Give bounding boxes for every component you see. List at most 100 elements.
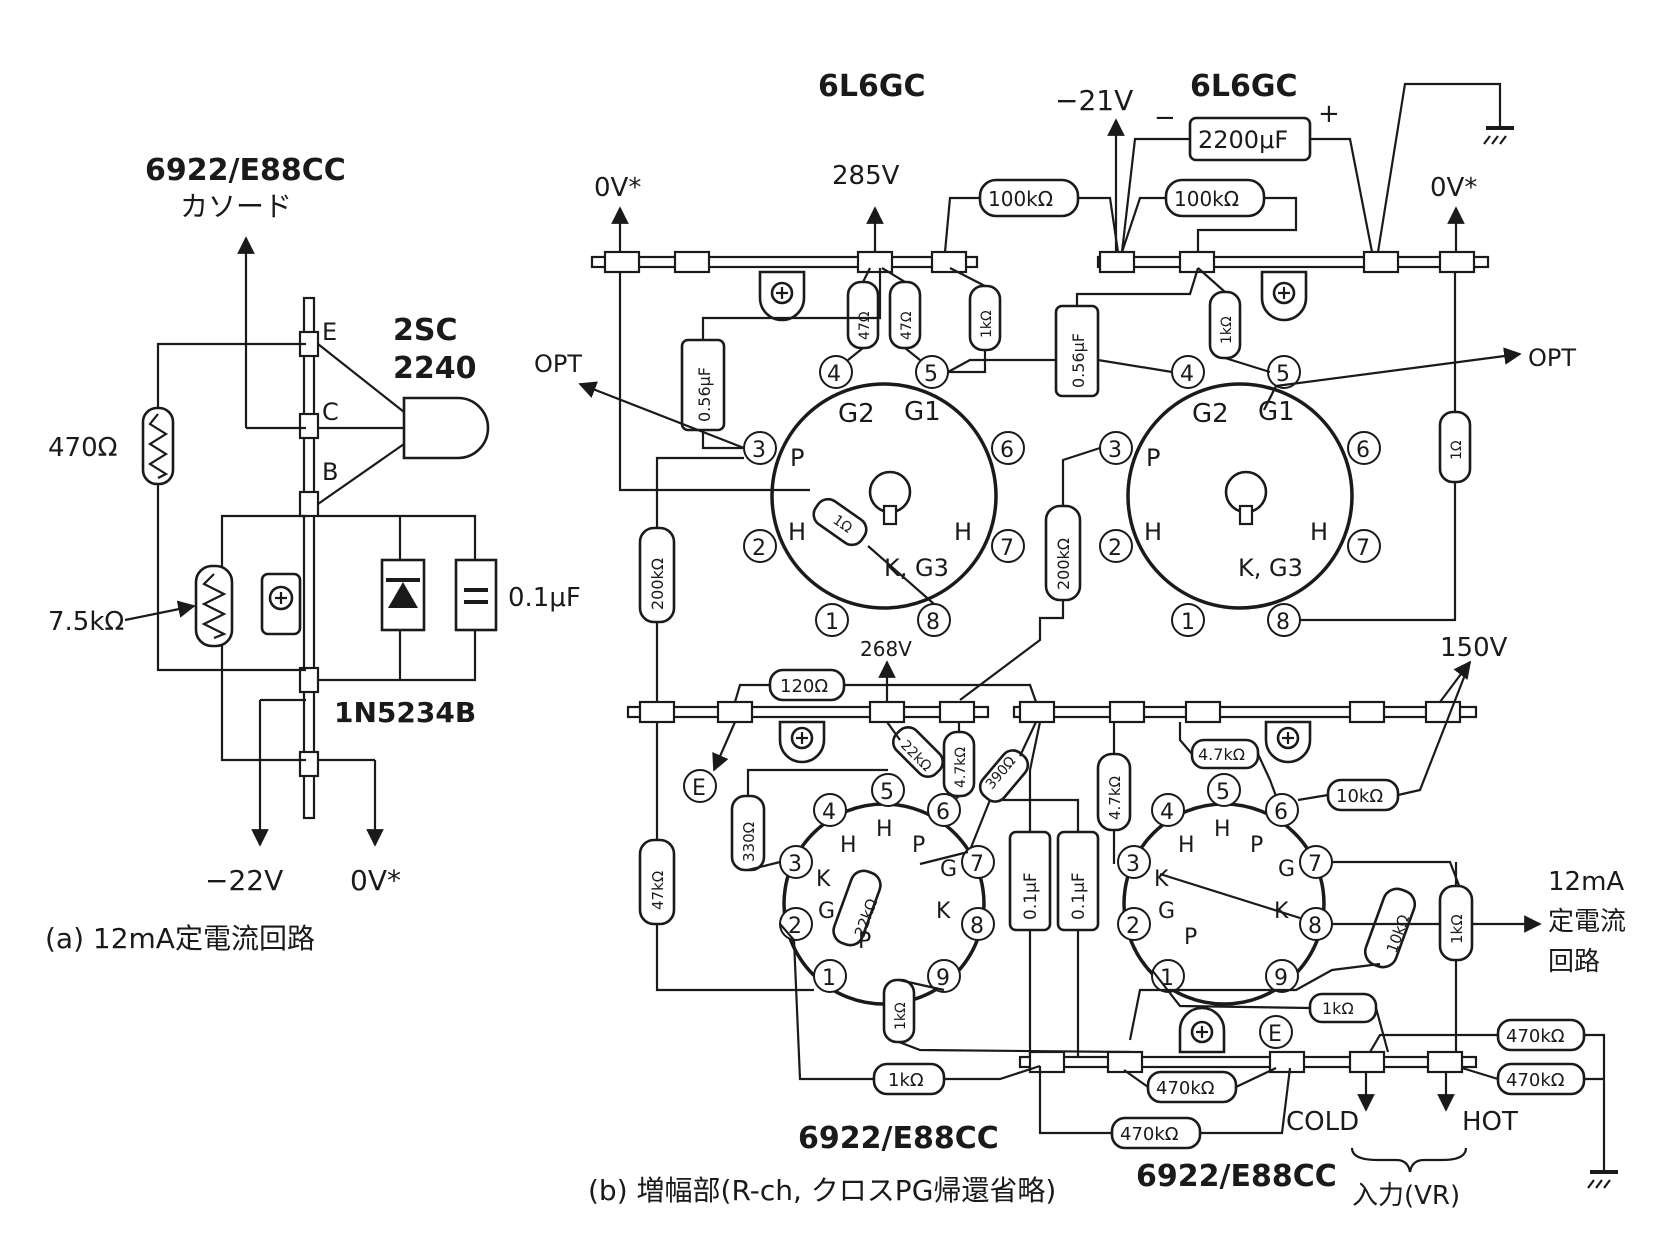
b-r-1k-e: 1kΩ — [893, 1002, 909, 1030]
b-tube-bottom-right: 6922/E88CC — [1136, 1159, 1337, 1194]
b-r-47k-a: 4.7kΩ — [953, 747, 969, 788]
b-r-47-a: 47Ω — [857, 311, 873, 340]
a-v-zero: 0V* — [350, 864, 401, 897]
pin-8-bl: 8 — [970, 914, 984, 939]
screw-mount-icon — [260, 572, 302, 636]
tag-strip-bottom — [1018, 1055, 1478, 1069]
tag-strip-mid-right — [1012, 705, 1478, 719]
b-e-right: E — [1268, 1022, 1282, 1047]
tag-strip-top-right — [1096, 255, 1490, 269]
pins-bottom-right-tube — [1117, 773, 1333, 993]
zener-diode-icon — [380, 558, 426, 632]
b-r-470k-b: 470kΩ — [1120, 1124, 1179, 1145]
b-g2-left: G2 — [838, 399, 875, 429]
pin-7-bl: 7 — [970, 852, 984, 877]
b-r-1k-f: 1kΩ — [1322, 999, 1354, 1018]
b-cap-01-a: 0.1μF — [1021, 872, 1041, 920]
b-r-470k-d: 470kΩ — [1506, 1070, 1565, 1091]
pin-7: 7 — [1000, 536, 1014, 561]
tag-strip-top-left — [590, 255, 979, 269]
b-k-br-b: K — [1274, 899, 1289, 924]
b-e-left: E — [692, 776, 706, 801]
b-opt-right: OPT — [1528, 344, 1576, 372]
b-v-150: 150V — [1440, 633, 1508, 663]
pins-left-tube — [743, 355, 1025, 637]
screw-mount-icon — [1260, 270, 1308, 322]
pin-6: 6 — [1000, 438, 1014, 463]
b-cap-056-right: 0.56μF — [1069, 333, 1088, 388]
b-r-47k-b: 4.7kΩ — [1106, 776, 1124, 820]
b-p-right: P — [1146, 444, 1160, 472]
b-r-1k-d: 1kΩ — [1448, 914, 1466, 944]
a-pin-e: E — [322, 318, 337, 346]
a-diode: 1N5234B — [334, 696, 476, 729]
resistor-10k-b — [1363, 887, 1417, 969]
pins-bottom-left-tube — [779, 773, 995, 993]
pin-1-right: 1 — [1181, 610, 1195, 635]
capacitor-0-1uf-icon — [454, 558, 498, 632]
pin-5: 5 — [924, 362, 938, 387]
a-caption: (a) 12mA定電流回路 — [45, 922, 315, 955]
a-r1: 470Ω — [48, 433, 118, 463]
b-r-1k-g: 1kΩ — [888, 1070, 924, 1091]
screw-mount-icon — [1264, 720, 1312, 764]
transistor-2sc2240 — [317, 343, 490, 505]
b-kg3-left: K, G3 — [884, 554, 949, 582]
a-v-neg: −22V — [205, 864, 283, 897]
b-r-200k-right: 200kΩ — [1054, 538, 1073, 590]
circuit-b: 6L6GC 6L6GC 0V* 285V −21V − + 2200μF 100… — [534, 69, 1626, 1211]
b-h-bl-b: H — [876, 817, 893, 842]
pin-8-right: 8 — [1276, 610, 1290, 635]
b-p-bl-b: P — [858, 929, 871, 954]
pin-6-br: 6 — [1274, 800, 1288, 825]
pin-5-right: 5 — [1276, 362, 1290, 387]
a-transistor-2: 2240 — [393, 351, 477, 386]
b-r-47k-d: 47kΩ — [649, 871, 667, 910]
pin-1: 1 — [825, 610, 839, 635]
tag-strip-a — [302, 296, 316, 820]
b-k-bl-a: K — [816, 867, 831, 892]
pin-3-bl: 3 — [788, 852, 802, 877]
b-v-neg21: −21V — [1055, 84, 1133, 117]
pin-6-right: 6 — [1356, 438, 1370, 463]
pin-2: 2 — [752, 536, 766, 561]
b-tube-left: 6L6GC — [818, 69, 926, 104]
b-g1-right: G1 — [1258, 397, 1295, 427]
b-h-right-a: H — [1144, 518, 1162, 546]
b-v-268: 268V — [860, 637, 912, 661]
b-k-br-a: K — [1154, 867, 1169, 892]
b-h-left-a: H — [788, 518, 806, 546]
a-tube-sub: カソード — [180, 190, 292, 223]
b-r-1k-top: 1kΩ — [979, 310, 995, 338]
screw-mount-icon — [1178, 1006, 1226, 1054]
b-g-br-a: G — [1278, 857, 1295, 882]
b-g1-left: G1 — [904, 397, 941, 427]
b-cc-label: 12mA — [1548, 867, 1624, 897]
pin-3: 3 — [752, 438, 766, 463]
b-cap-minus: − — [1154, 103, 1176, 133]
b-r-100k-a: 100kΩ — [988, 187, 1053, 211]
b-v-0-left: 0V* — [594, 173, 641, 203]
a-r2: 7.5kΩ — [48, 607, 124, 637]
pin-1-br: 1 — [1160, 966, 1174, 991]
resistor-22k-b — [832, 869, 882, 947]
pin-1-bl: 1 — [822, 966, 836, 991]
b-hot: HOT — [1462, 1107, 1518, 1137]
b-h-bl-a: H — [840, 833, 857, 858]
resistor-390 — [978, 749, 1030, 803]
pin-5-bl: 5 — [880, 780, 894, 805]
b-r-200k-left: 200kΩ — [648, 558, 667, 610]
b-g2-right: G2 — [1192, 399, 1229, 429]
b-r-100k-b: 100kΩ — [1174, 187, 1239, 211]
pin-9-br: 9 — [1274, 966, 1288, 991]
b-cap-2200: 2200μF — [1198, 126, 1288, 154]
pin-4: 4 — [827, 362, 841, 387]
pin-3-br: 3 — [1126, 852, 1140, 877]
b-k-bl-b: K — [936, 899, 951, 924]
pin-8-br: 8 — [1308, 914, 1322, 939]
pin-5-br: 5 — [1216, 780, 1230, 805]
pin-4-br: 4 — [1160, 800, 1174, 825]
pin-7-br: 7 — [1308, 852, 1322, 877]
b-r-47-b: 47Ω — [899, 311, 915, 340]
